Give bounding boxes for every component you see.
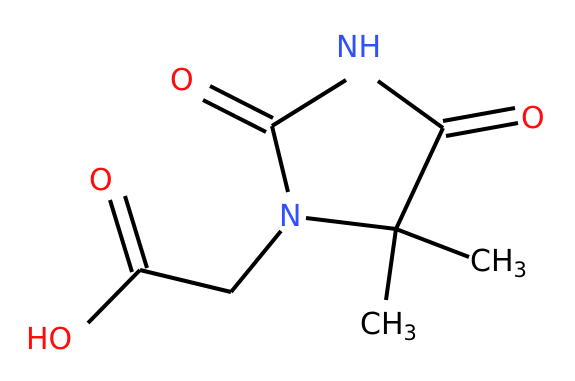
atom-label-o-acid-carbonyl: O	[89, 163, 113, 198]
ch3-right-subscript: 3	[514, 258, 527, 282]
bond-c4-o-double-a	[442, 106, 516, 123]
bond-c5-ch3-a	[395, 227, 470, 259]
bond-c5-ch3-b	[384, 228, 398, 301]
ch3-right-main: CH	[470, 244, 514, 279]
atom-label-ch3-bottom: CH3	[360, 307, 417, 345]
atom-label-o-c2: O	[170, 63, 194, 98]
atom-label-nh: NH	[336, 30, 381, 65]
bond-c2-n3	[270, 78, 348, 128]
atom-label-oh: HO	[26, 322, 72, 357]
bond-cooh-oh	[86, 268, 142, 325]
bond-c2-o-double-a	[209, 84, 274, 120]
bond-c5-n1	[305, 216, 397, 231]
bond-ch2-cooh	[139, 268, 232, 294]
bond-n1-c2	[270, 125, 290, 193]
bond-cooh-o-double-a	[123, 195, 149, 269]
bond-c2-o-double-b	[202, 98, 267, 134]
atom-label-o-c4: O	[521, 101, 545, 136]
bond-n1-ch2	[229, 229, 283, 294]
bond-cooh-o-double-b	[108, 199, 134, 273]
bond-n3-c4	[376, 79, 445, 130]
ch3-bottom-subscript: 3	[404, 321, 417, 345]
bond-c4-o-double-b	[445, 121, 519, 138]
bond-c4-c5	[394, 127, 445, 230]
atom-label-n: N	[279, 199, 301, 234]
ch3-bottom-main: CH	[360, 307, 404, 342]
atom-label-ch3-right: CH3	[470, 244, 527, 282]
